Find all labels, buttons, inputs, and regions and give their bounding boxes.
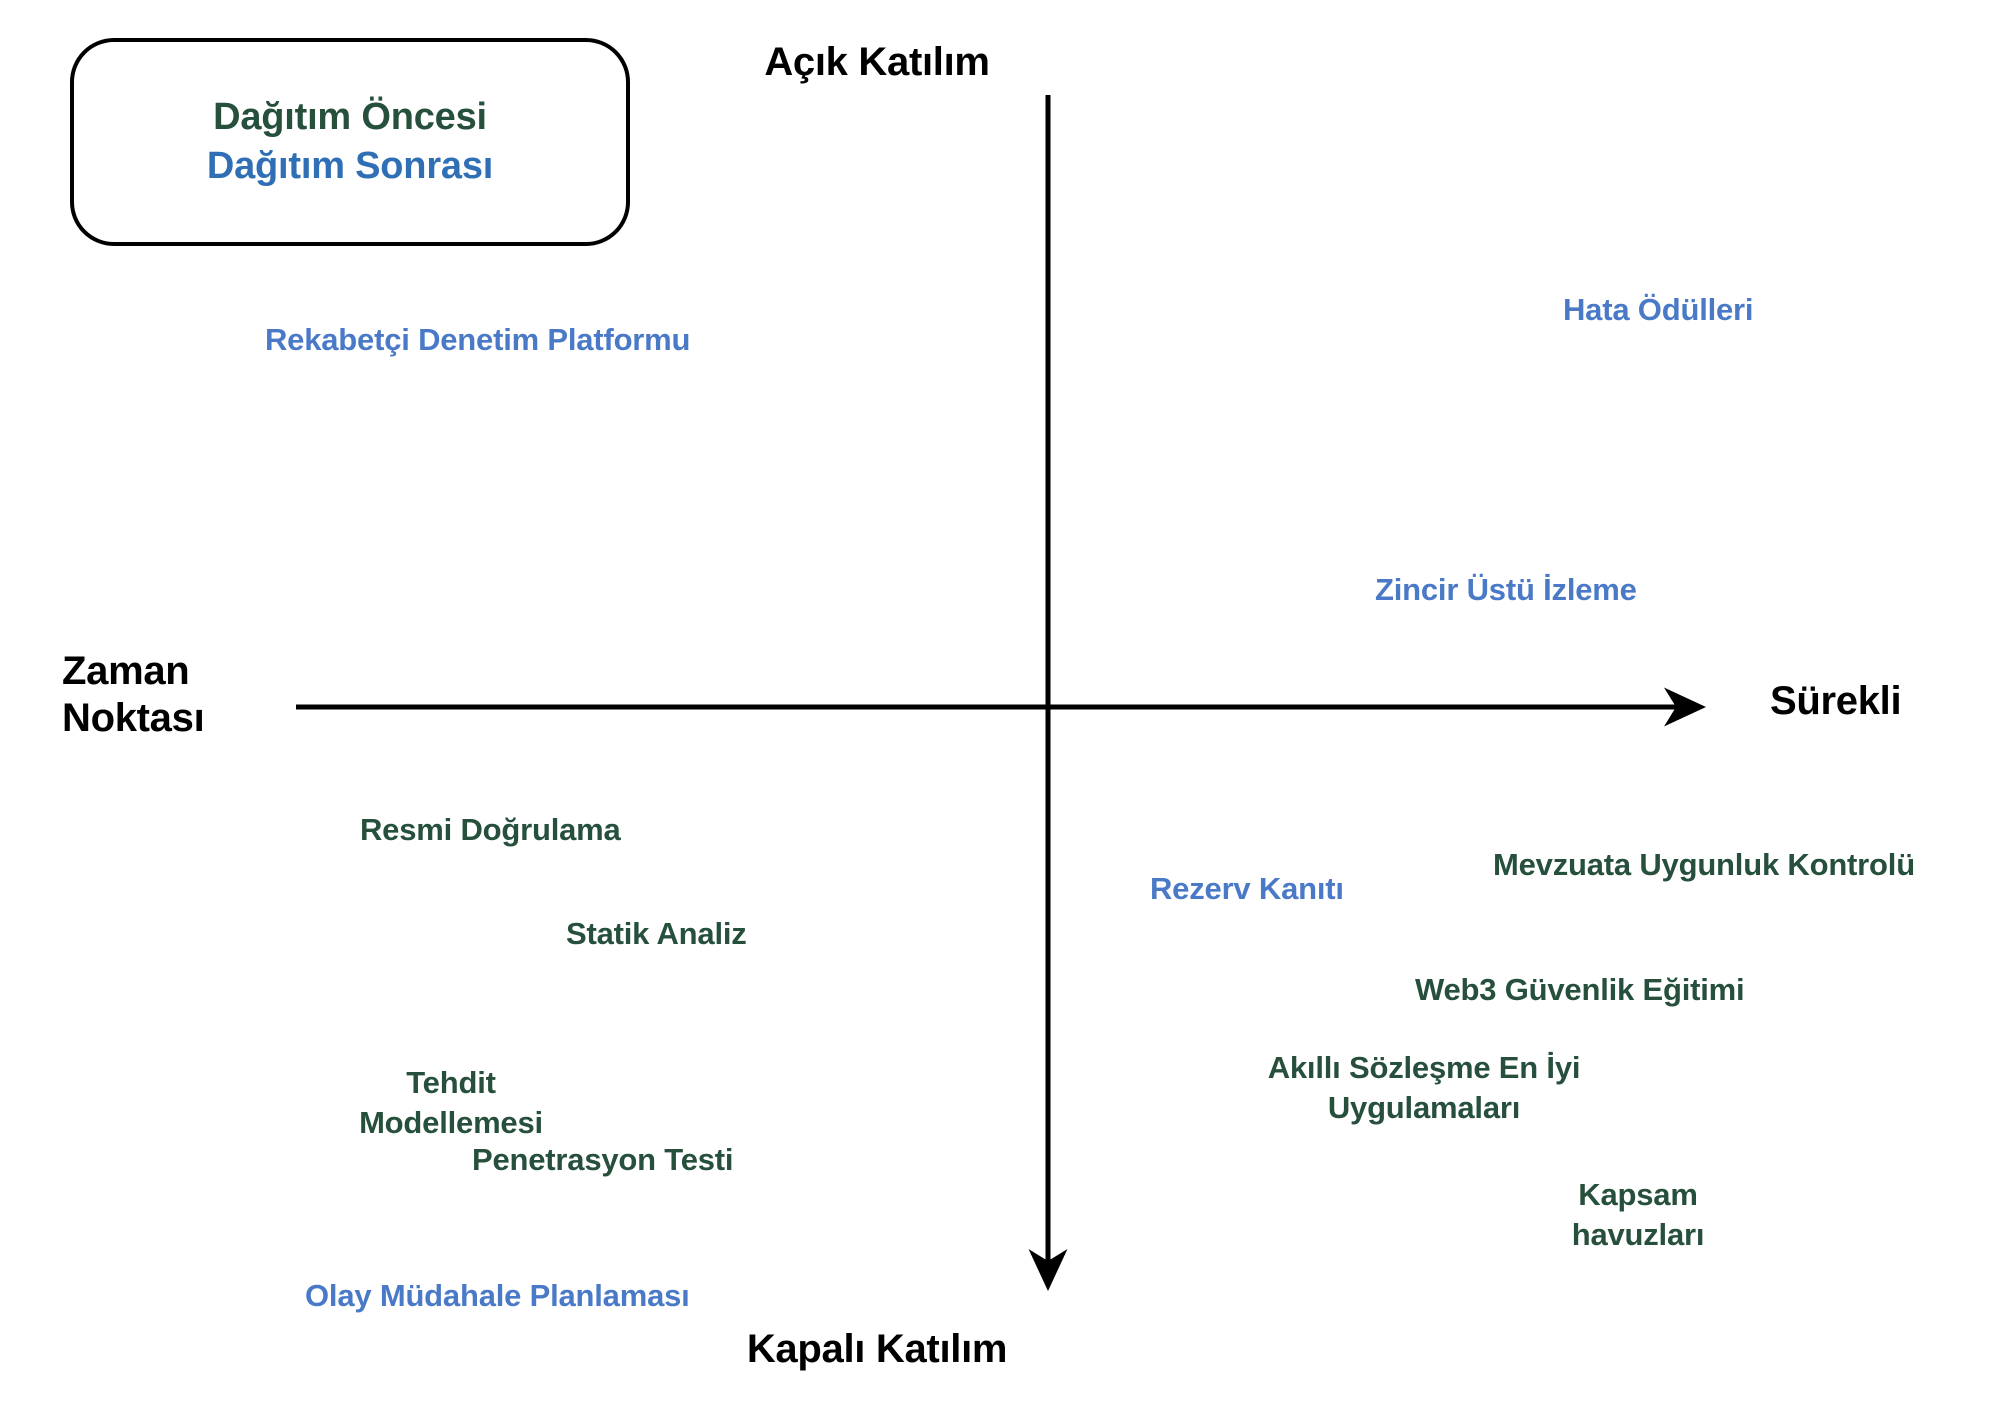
item-olay-mudahale-planlamasi[interactable]: Olay Müdahale Planlaması [305, 1278, 690, 1313]
item-mevzuata-uygunluk-kontrolu[interactable]: Mevzuata Uygunluk Kontrolü [1493, 847, 1915, 882]
legend-post-deployment-label: Dağıtım Sonrası [206, 145, 494, 187]
item-hata-odulleri[interactable]: Hata Ödülleri [1563, 292, 1754, 327]
axis-label-top: Açık Katılım [764, 40, 990, 84]
item-akilli-sozlesme-line2: Uygulamaları [1327, 1089, 1521, 1125]
legend-box: Dağıtım Öncesi Dağıtım Sonrası [70, 38, 630, 246]
item-rekabetci-denetim-platformu[interactable]: Rekabetçi Denetim Platformu [265, 322, 691, 357]
item-resmi-dogrulama[interactable]: Resmi Doğrulama [360, 812, 621, 847]
item-kapsam-havuzlari[interactable]: Kapsam havuzları [1543, 1175, 1733, 1254]
item-zincir-ustu-izleme[interactable]: Zincir Üstü İzleme [1375, 572, 1637, 607]
item-penetrasyon-testi[interactable]: Penetrasyon Testi [472, 1142, 734, 1177]
axis-label-left: Zaman Noktası [62, 649, 205, 741]
legend-pre-deployment-label: Dağıtım Öncesi [213, 96, 487, 139]
axis-label-bottom: Kapalı Katılım [746, 1327, 1008, 1371]
item-akilli-sozlesme-line1: Akıllı Sözleşme En İyi [1267, 1050, 1581, 1085]
item-web3-guvenlik-egitimi[interactable]: Web3 Güvenlik Eğitimi [1415, 972, 1745, 1007]
item-kapsam-havuzlari-line1: Kapsam [1578, 1177, 1698, 1212]
item-statik-analiz[interactable]: Statik Analiz [566, 916, 747, 951]
item-tehdit-modellemesi-line2: Modellemesi [359, 1104, 543, 1140]
item-tehdit-modellemesi-line1: Tehdit [406, 1065, 496, 1100]
item-rezerv-kaniti[interactable]: Rezerv Kanıtı [1150, 871, 1344, 906]
axis-label-right: Sürekli [1770, 679, 1902, 723]
item-akilli-sozlesme-en-iyi-uygulamalari[interactable]: Akıllı Sözleşme En İyi Uygulamaları [1248, 1048, 1600, 1127]
item-tehdit-modellemesi[interactable]: Tehdit Modellemesi [340, 1063, 562, 1142]
item-kapsam-havuzlari-line2: havuzları [1571, 1216, 1705, 1252]
